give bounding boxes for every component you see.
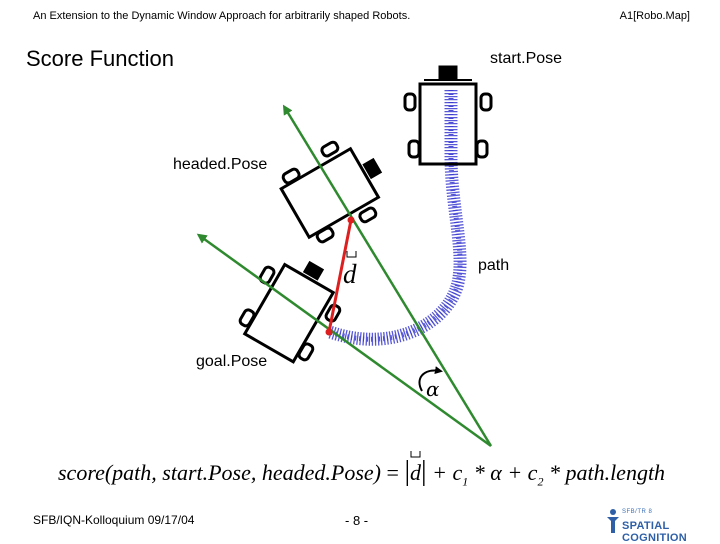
goal-pose-point [325, 328, 333, 336]
alpha-angle-arc [418, 366, 443, 392]
slide-header-title: An Extension to the Dynamic Window Appro… [33, 10, 411, 22]
label-start-pose: start.Pose [490, 50, 563, 67]
person-icon [607, 509, 619, 533]
robot-goal [238, 260, 342, 364]
formula-lhs: score(path, start.Pose, headed.Pose) [58, 460, 382, 485]
formula-d: d [410, 460, 422, 485]
robot-start [403, 65, 493, 166]
label-path: path [478, 257, 510, 274]
logo-subtitle: SFB/TR 8 [622, 509, 653, 515]
vector-bar-d [346, 251, 357, 258]
distance-d-line [327, 219, 353, 333]
footer-page-number: - 8 - [345, 513, 369, 528]
formula-c2-subscript: 2 [537, 474, 544, 489]
spatial-cognition-logo: SFB/TR 8 SPATIAL COGNITION [604, 508, 712, 544]
score-formula: score(path, start.Pose, headed.Pose) = |… [58, 456, 665, 489]
slide-title: Score Function [26, 46, 174, 71]
label-alpha: α [426, 377, 440, 401]
abs-bar-left: | [404, 456, 411, 487]
formula-c1: + c [426, 460, 463, 485]
robot-path [327, 90, 467, 346]
footer-event: SFB/IQN-Kolloquium 09/17/04 [33, 513, 195, 527]
formula-alpha-term: * α + c [468, 460, 538, 485]
headed-heading-line [282, 104, 493, 447]
formula-c1-subscript: 1 [462, 474, 469, 489]
formula-equals: = [381, 460, 405, 485]
label-d: d [343, 259, 357, 289]
slide-header-reference: A1[Robo.Map] [619, 10, 690, 22]
abs-bar-right: | [421, 456, 427, 487]
goal-heading-line [196, 233, 492, 448]
formula-length-term: * path.length [543, 460, 666, 485]
label-headed-pose: headed.Pose [173, 156, 268, 173]
headed-pose-point [347, 216, 355, 224]
label-goal-pose: goal.Pose [196, 353, 268, 370]
logo-text: SPATIAL COGNITION [622, 520, 688, 544]
robot-headed [279, 140, 383, 244]
